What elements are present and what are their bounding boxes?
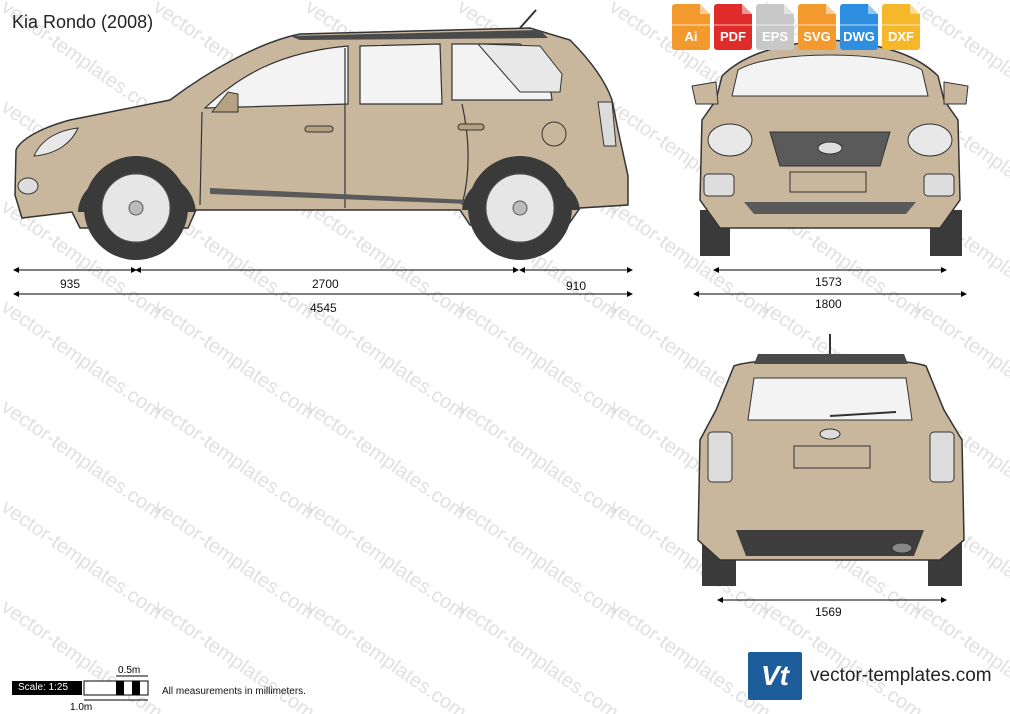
scale-half-meter: 0.5m [118, 665, 140, 676]
rear-badge [819, 428, 841, 440]
scale-label: Scale: 1:25 [12, 681, 82, 695]
rear-door-handle [457, 123, 485, 131]
rear-quarter-glass [476, 43, 563, 93]
file-fold-icon [742, 4, 752, 14]
taillight-right [929, 431, 955, 483]
exhaust [891, 542, 913, 554]
file-stripe-icon [672, 24, 710, 26]
format-label: PDF [720, 29, 746, 44]
watermark-text: vector-templates.com [0, 396, 166, 524]
scale-one-meter: 1.0m [70, 702, 92, 713]
file-stripe-icon [798, 24, 836, 26]
front-wheel-hub [128, 200, 144, 216]
windshield [731, 54, 929, 97]
fuel-cap [541, 121, 567, 147]
rear-door-window [359, 43, 443, 105]
headlight-right [907, 123, 953, 157]
rear-wiper [829, 411, 897, 417]
rear-plate [793, 445, 871, 469]
side-fog-light [17, 177, 39, 195]
dim-width: 1800 [815, 297, 842, 311]
side-moulding [210, 188, 470, 204]
rear-door-outline [461, 103, 469, 206]
rear-window [747, 377, 913, 421]
front-mirror-right [943, 81, 969, 105]
watermark-text: vector-templates.com [0, 296, 166, 424]
format-svg-button[interactable]: SVG [798, 4, 836, 50]
format-ai-button[interactable]: Ai [672, 4, 710, 50]
file-stripe-icon [882, 24, 920, 26]
front-mirror-left [691, 81, 719, 105]
dim-front-overhang: 935 [60, 277, 80, 291]
file-fold-icon [910, 4, 920, 14]
headlight-left [707, 123, 753, 157]
side-dimensions [13, 267, 633, 297]
measurement-note: All measurements in millimeters. [162, 686, 306, 697]
side-headlight [33, 127, 79, 157]
file-stripe-icon [840, 24, 878, 26]
front-door-handle [304, 125, 334, 133]
rear-wheel-hub [512, 200, 528, 216]
format-label: SVG [803, 29, 831, 44]
roof-rail [290, 30, 548, 40]
format-eps-button[interactable]: EPS [756, 4, 794, 50]
front-dimensions [693, 267, 967, 297]
format-label: DWG [843, 29, 875, 44]
format-dxf-button[interactable]: DXF [882, 4, 920, 50]
file-fold-icon [868, 4, 878, 14]
watermark-text: vector-templates.com [0, 496, 166, 624]
fog-light-right [923, 173, 955, 197]
brand-name: vector-templates.com [810, 665, 992, 686]
file-fold-icon [700, 4, 710, 14]
dim-rear-track: 1569 [815, 605, 842, 619]
taillight-left [707, 431, 733, 483]
rear-bumper-lower [736, 530, 924, 556]
rear-view [697, 334, 965, 586]
format-dwg-button[interactable]: DWG [840, 4, 878, 50]
format-label: Ai [684, 29, 698, 44]
file-stripe-icon [756, 24, 794, 26]
front-plate [789, 171, 867, 193]
antenna [519, 9, 537, 29]
front-door-outline [199, 48, 346, 208]
brand-logo-icon: Vt [748, 652, 802, 700]
front-view [691, 39, 969, 256]
format-pdf-button[interactable]: PDF [714, 4, 752, 50]
rear-spoiler [754, 354, 908, 364]
side-taillight [597, 101, 617, 147]
scale-bar [83, 675, 149, 701]
dim-wheelbase: 2700 [312, 277, 339, 291]
side-mirror [210, 91, 239, 113]
dim-length: 4545 [310, 301, 337, 315]
front-badge [817, 141, 843, 155]
page-title: Kia Rondo (2008) [12, 12, 154, 32]
format-label: DXF [888, 29, 914, 44]
format-downloads: Ai PDF EPS SVG DWG DXF [672, 4, 920, 50]
dim-front-track: 1573 [815, 275, 842, 289]
file-stripe-icon [714, 24, 752, 26]
dim-rear-overhang: 910 [566, 279, 586, 293]
front-door-window [203, 45, 349, 109]
brand[interactable]: Vt vector-templates.com [748, 652, 992, 700]
front-lower-intake [744, 202, 916, 214]
format-label: EPS [761, 29, 788, 44]
side-view [14, 9, 629, 260]
fog-light-left [703, 173, 735, 197]
file-fold-icon [826, 4, 836, 14]
file-fold-icon [784, 4, 794, 14]
